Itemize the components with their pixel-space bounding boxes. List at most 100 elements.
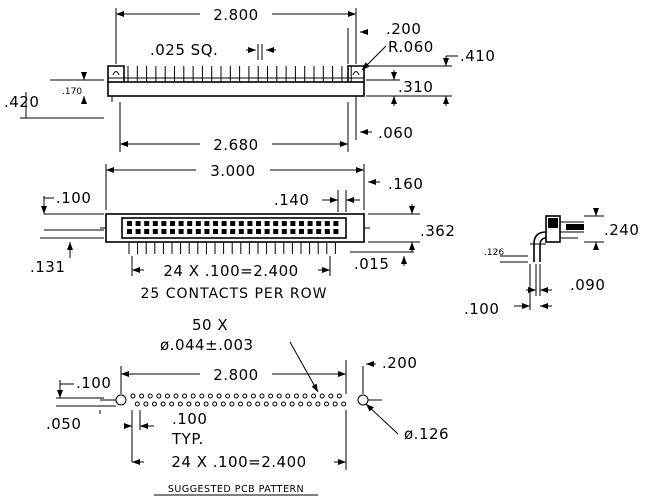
- contact-cell: [230, 221, 236, 226]
- pcb-hole: [272, 401, 278, 407]
- pcb-view: 50 X ø.044±.003 2.800 .200 .100 .050 .10…: [46, 316, 449, 496]
- pcb-hole: [143, 401, 149, 407]
- left-height-label: .420: [4, 93, 39, 111]
- height-body-label: .310: [398, 78, 433, 96]
- contact-cell: [161, 221, 167, 226]
- pcb-mount-hole-right: [357, 394, 369, 406]
- contact-cell: [144, 221, 150, 226]
- contact-cell: [333, 221, 339, 226]
- right-tab-hole: [352, 71, 360, 76]
- pcb-hole: [156, 393, 162, 399]
- side-contact-block: [566, 224, 584, 230]
- contact-cell: [221, 221, 227, 226]
- contact-cell: [187, 229, 193, 234]
- side-height-label: .240: [604, 221, 639, 239]
- pcb-hole: [152, 401, 157, 407]
- pcb-hole: [315, 401, 321, 407]
- tab-offset-label: .200: [386, 20, 421, 38]
- pcb-hole: [298, 401, 304, 407]
- pcb-right-offset-label: .200: [382, 354, 417, 372]
- pcb-hole: [238, 401, 243, 407]
- pcb-caption: SUGGESTED PCB PATTERN: [168, 484, 304, 495]
- pcb-hole: [203, 401, 209, 407]
- contact-cell: [256, 221, 261, 226]
- pcb-hole: [246, 401, 252, 407]
- front-pitch-span-label: 24 X .100=2.400: [163, 262, 298, 280]
- side-tail-inner: [539, 237, 547, 262]
- contact-cell: [299, 229, 304, 234]
- contact-cell: [187, 221, 193, 226]
- contact-cell: [281, 221, 287, 226]
- contact-cell: [290, 221, 296, 226]
- pcb-hole: [255, 401, 261, 407]
- pcb-hole: [134, 401, 140, 407]
- front-width-label: 3.000: [210, 162, 255, 180]
- pcb-hole: [216, 393, 222, 399]
- pcb-hole: [233, 393, 239, 399]
- top-body: [107, 81, 365, 97]
- front-right-offset-label: .160: [388, 175, 423, 193]
- contact-cell: [221, 229, 227, 234]
- left-small-label: .170: [62, 87, 82, 97]
- side-contact-upper: [548, 218, 558, 228]
- contact-cell: [230, 229, 236, 234]
- pcb-hole: [328, 393, 334, 399]
- pcb-hole: [130, 393, 136, 399]
- contact-cell: [152, 229, 158, 234]
- pcb-hole: [341, 401, 347, 407]
- pcb-hole: [195, 401, 200, 407]
- contact-cell: [247, 221, 253, 226]
- contact-cell: [264, 229, 270, 234]
- contact-cell: [152, 221, 158, 226]
- side-view: .240 .126 .090 .100: [464, 208, 639, 318]
- pcb-hole: [285, 393, 291, 399]
- contact-cell: [299, 221, 304, 226]
- contact-cell: [256, 229, 261, 234]
- contact-cell: [135, 221, 141, 226]
- contact-cell: [195, 229, 201, 234]
- contact-cell: [144, 229, 150, 234]
- pcb-hole: [276, 393, 282, 399]
- side-body: [545, 215, 561, 243]
- pcb-hole: [306, 401, 312, 407]
- contact-cell: [161, 229, 167, 234]
- pcb-hole: [207, 393, 213, 399]
- pcb-hole: [182, 393, 188, 399]
- pcb-hole: [225, 393, 231, 399]
- pcb-hole: [229, 401, 235, 407]
- contact-cell: [238, 221, 244, 226]
- contact-cell: [333, 229, 339, 234]
- contact-cell: [204, 229, 210, 234]
- contact-cell: [170, 229, 175, 234]
- side-row-spacing-label: .090: [570, 276, 605, 294]
- base-offset-label: .060: [378, 124, 413, 142]
- front-view: 3.000 .100 .140 .160 .362 .131 .015: [30, 162, 455, 302]
- pcb-hole: [186, 401, 192, 407]
- side-small-label: .126: [484, 248, 504, 258]
- pcb-hole: [293, 393, 299, 399]
- pcb-hole: [332, 401, 338, 407]
- pcb-hole: [268, 393, 274, 399]
- contact-cell: [213, 229, 218, 234]
- top-width-label: 2.800: [213, 6, 258, 24]
- contact-cell: [213, 221, 218, 226]
- contact-cell: [178, 221, 184, 226]
- pcb-hole: [220, 401, 226, 407]
- contact-cell: [324, 221, 330, 226]
- pcb-row-offset-label: .050: [46, 415, 81, 433]
- contact-cell: [324, 229, 330, 234]
- contact-cell: [135, 229, 141, 234]
- pcb-hole: [336, 393, 342, 399]
- contact-cell: [316, 221, 322, 226]
- contact-cell: [204, 221, 210, 226]
- contact-cell: [316, 229, 322, 234]
- contact-cell: [307, 221, 313, 226]
- front-tail-offset-label: .015: [354, 255, 389, 273]
- contact-cell: [307, 229, 313, 234]
- contact-cell: [127, 221, 132, 226]
- contact-cell: [290, 229, 296, 234]
- contact-cell: [127, 229, 132, 234]
- pcb-hole: [173, 393, 179, 399]
- contact-cell: [273, 229, 279, 234]
- contact-cell: [273, 221, 279, 226]
